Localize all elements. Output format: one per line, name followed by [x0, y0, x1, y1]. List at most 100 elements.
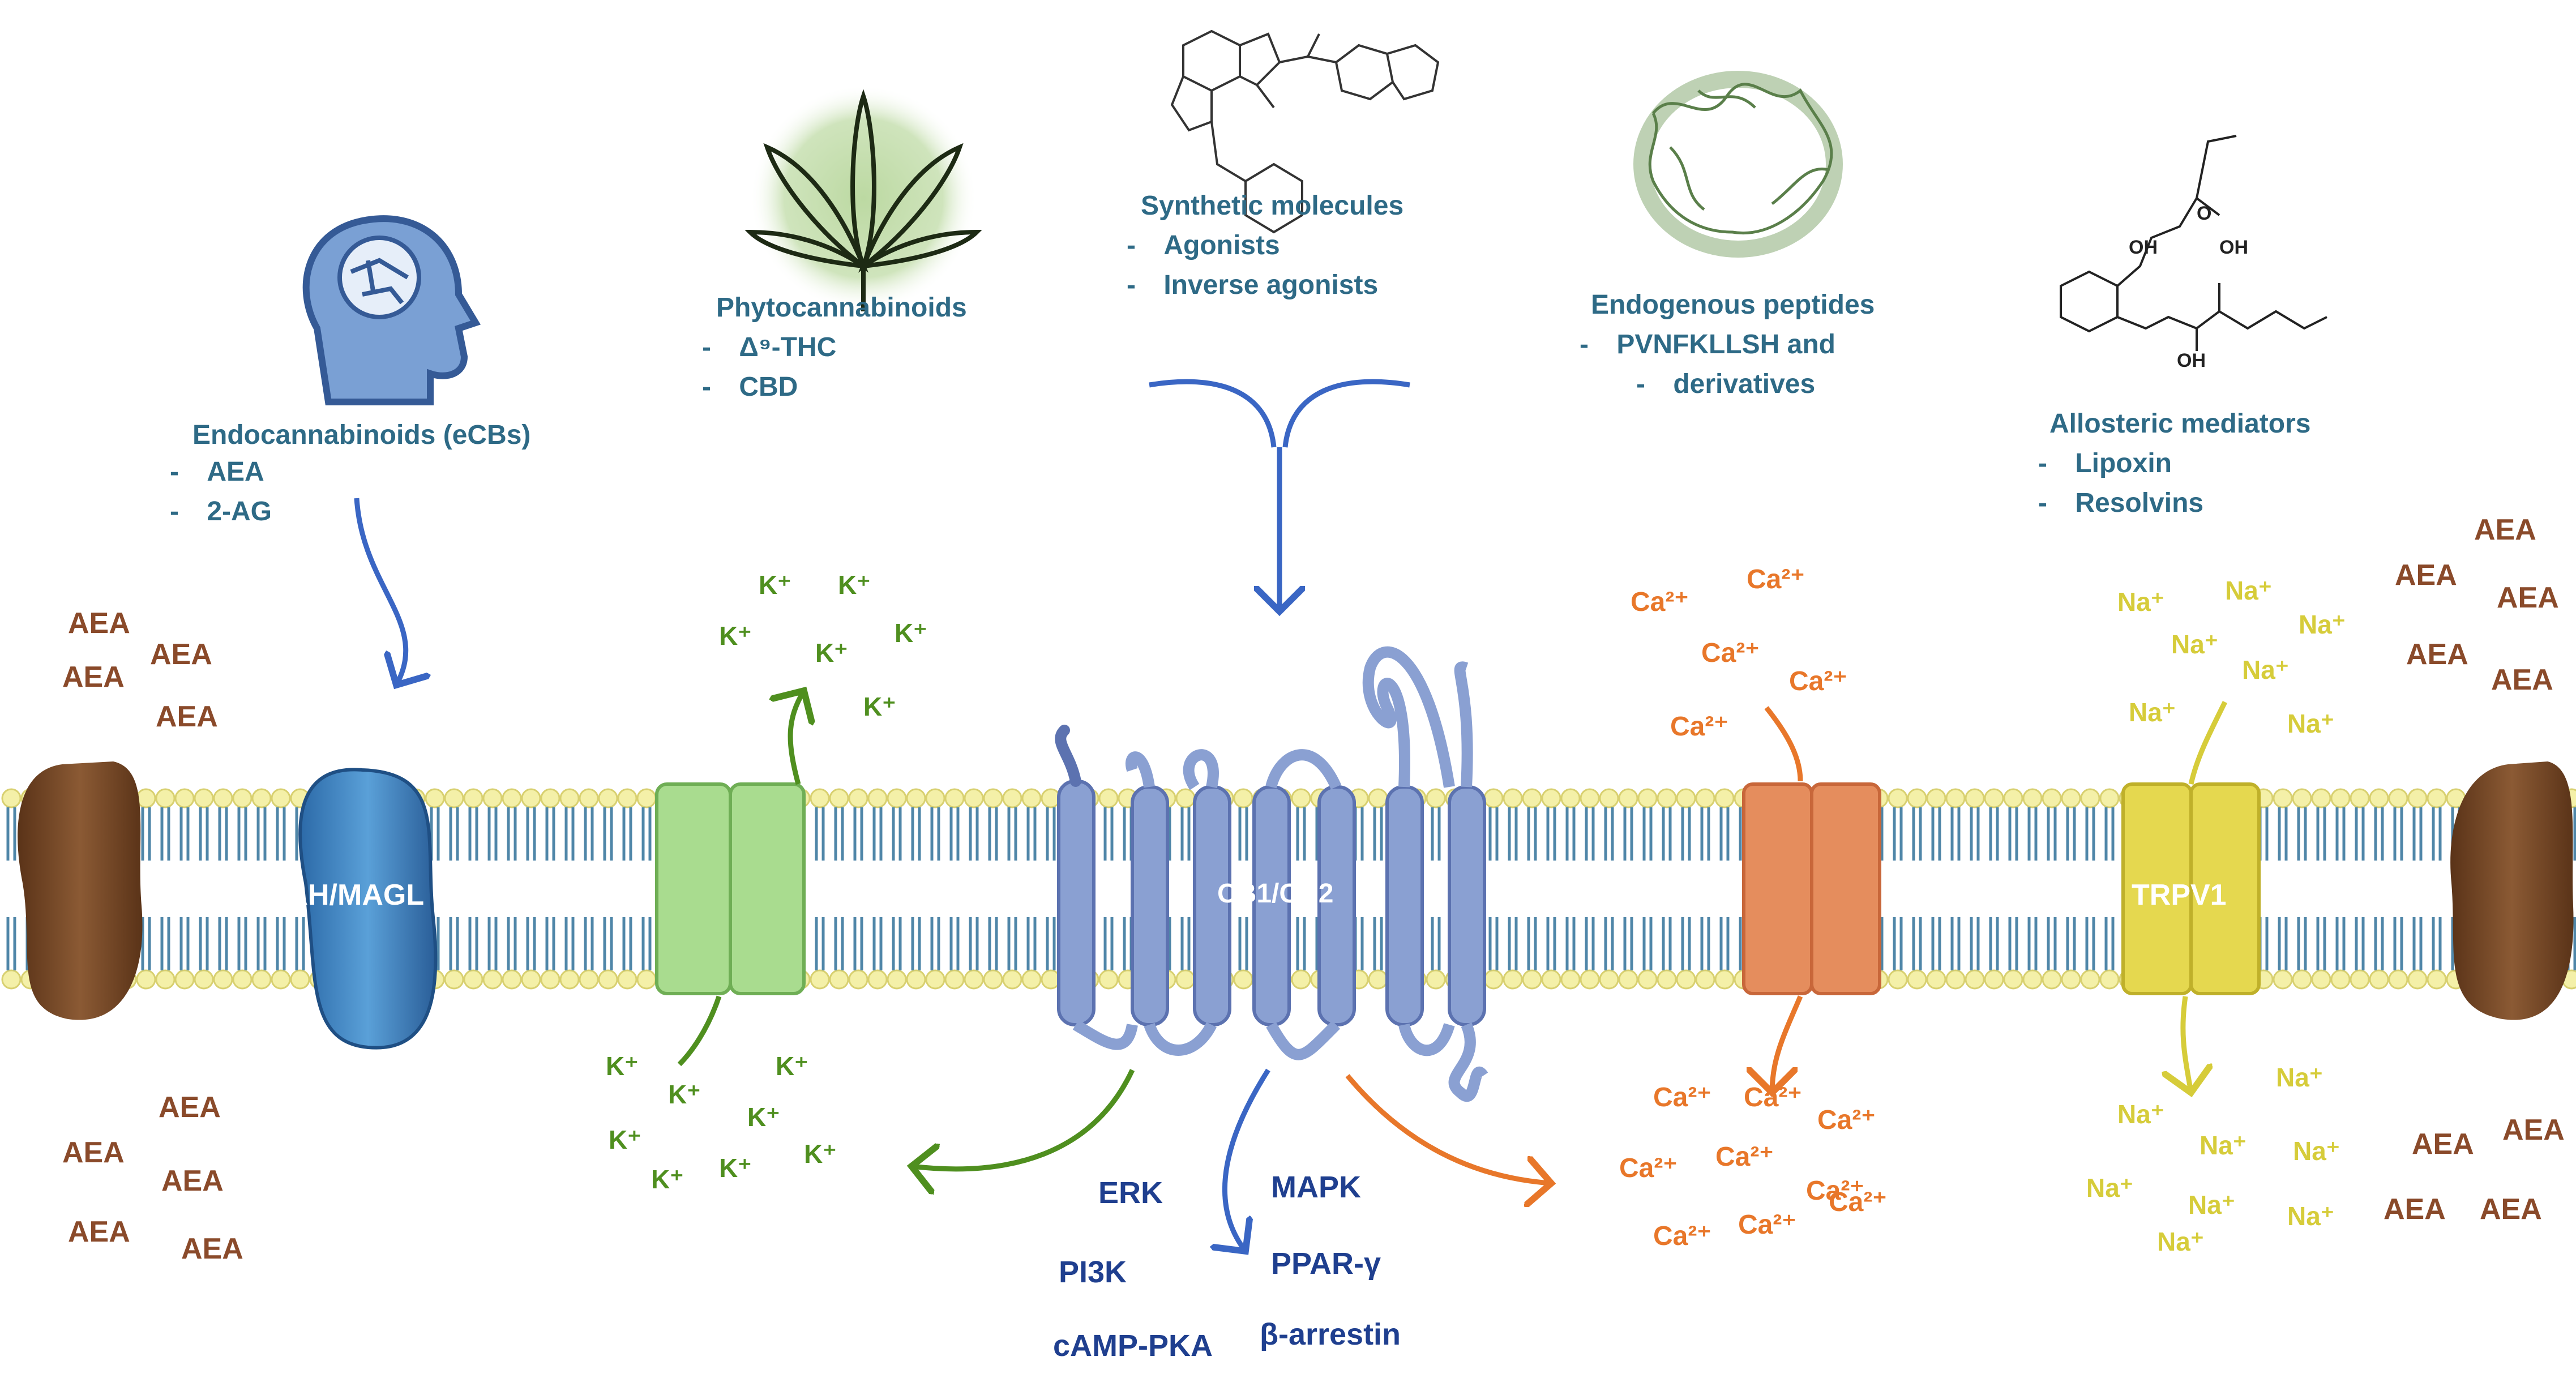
aea-label: AEA — [2406, 638, 2468, 671]
peptides-list: PVNFKLLSH and derivatives — [1580, 331, 1835, 410]
brain-head-icon — [302, 215, 481, 405]
aea-label: AEA — [150, 638, 212, 671]
phyto-item: CBD — [702, 374, 836, 401]
calcium-label: Ca²⁺ — [1817, 1105, 1876, 1135]
sodium-label: Na⁺ — [2225, 576, 2273, 605]
calcium-label: Ca²⁺ — [1701, 638, 1760, 668]
calcium-label: Ca²⁺ — [1653, 1221, 1711, 1251]
peptides-item: PVNFKLLSH and — [1580, 331, 1835, 358]
aea-label: AEA — [2412, 1128, 2474, 1161]
aea-label: AEA — [2497, 581, 2559, 614]
trpv1-label: TRPV1 — [2132, 879, 2227, 911]
calcium-label: Ca²⁺ — [1619, 1153, 1678, 1183]
k-out-arrow — [790, 691, 804, 785]
potassium-label: K⁺ — [747, 1102, 780, 1132]
membrane-protein-right — [2450, 761, 2574, 1020]
phyto-title: Phytocannabinoids — [716, 293, 967, 323]
synthetic-title: Synthetic molecules — [1141, 191, 1404, 221]
mapk-label: MAPK — [1271, 1170, 1361, 1204]
faah-magl-label: FAAH/MAGL — [249, 879, 425, 911]
ppar-label: PPAR-γ — [1271, 1247, 1381, 1281]
synthetic-list: Agonists Inverse agonists — [1127, 232, 1378, 311]
aea-label: AEA — [62, 1136, 125, 1169]
cb-receptor — [1055, 646, 1488, 1102]
calcium-label: Ca²⁺ — [1829, 1187, 1887, 1217]
aea-label: AEA — [181, 1233, 243, 1265]
peptides-title: Endogenous peptides — [1591, 290, 1875, 320]
k-in-arrow — [677, 995, 722, 1067]
potassium-label: K⁺ — [651, 1165, 684, 1194]
pi3k-label: PI3K — [1059, 1255, 1127, 1289]
na-in-arrow — [2183, 700, 2228, 1093]
calcium-label: Ca²⁺ — [1738, 1210, 1796, 1240]
allosteric-item: Lipoxin — [2038, 450, 2203, 477]
aea-label: AEA — [68, 1216, 130, 1248]
potassium-channel — [655, 782, 806, 995]
calcium-label: Ca²⁺ — [1744, 1082, 1802, 1112]
potassium-label: K⁺ — [804, 1139, 837, 1169]
sodium-label: Na⁺ — [2157, 1227, 2205, 1256]
aea-label: AEA — [2502, 1114, 2565, 1146]
cb-to-ca-arrow — [1345, 1074, 1551, 1183]
oh-label: OH — [2219, 237, 2248, 258]
sodium-label: Na⁺ — [2287, 709, 2335, 738]
sodium-label: Na⁺ — [2299, 610, 2346, 639]
calcium-label: Ca²⁺ — [1653, 1082, 1711, 1112]
cb-to-k-arrow — [912, 1069, 1135, 1169]
cannabis-leaf-icon — [744, 85, 982, 311]
calcium-label: Ca²⁺ — [1715, 1142, 1774, 1172]
sodium-label: Na⁺ — [2117, 587, 2165, 617]
calcium-label: Ca²⁺ — [1789, 666, 1847, 696]
potassium-label: K⁺ — [609, 1125, 641, 1154]
synthetic-item: Agonists — [1127, 232, 1378, 259]
allosteric-item: Resolvins — [2038, 490, 2203, 517]
cb-receptor-label: CB1/CB2 — [1217, 879, 1334, 909]
potassium-label: K⁺ — [719, 621, 752, 651]
sodium-label: Na⁺ — [2086, 1173, 2134, 1202]
phyto-item: Δ⁹-THC — [702, 334, 836, 361]
barr-label: β-arrestin — [1260, 1317, 1401, 1351]
allosteric-molecule-structure — [2060, 135, 2327, 351]
potassium-label: K⁺ — [606, 1051, 639, 1081]
endo-item: 2-AG — [170, 498, 272, 525]
aea-label: AEA — [161, 1165, 224, 1197]
aea-label: AEA — [68, 607, 130, 640]
erk-label: ERK — [1098, 1176, 1163, 1210]
endo-title: Endocannabinoids (eCBs) — [192, 420, 531, 450]
calcium-label: Ca²⁺ — [1670, 712, 1728, 742]
endo-list: AEA 2-AG — [170, 459, 272, 538]
potassium-label: K⁺ — [776, 1051, 808, 1081]
calcium-label: Ca²⁺ — [1631, 587, 1689, 617]
potassium-label: K⁺ — [838, 570, 871, 600]
aea-label: AEA — [159, 1091, 221, 1124]
sodium-label: Na⁺ — [2171, 630, 2219, 659]
allosteric-list: Lipoxin Resolvins — [2038, 450, 2203, 529]
potassium-label: K⁺ — [895, 618, 927, 648]
o-label: O — [2197, 203, 2212, 224]
aea-label: AEA — [2474, 513, 2536, 546]
aea-label: AEA — [2384, 1193, 2446, 1226]
trpv1-channel — [2121, 782, 2261, 995]
potassium-label: K⁺ — [815, 638, 848, 667]
calcium-label: Ca²⁺ — [1806, 1176, 1864, 1206]
sodium-label: Na⁺ — [2200, 1131, 2247, 1160]
sodium-label: Na⁺ — [2276, 1063, 2323, 1092]
allosteric-title: Allosteric mediators — [2049, 409, 2311, 439]
endo-item: AEA — [170, 459, 272, 486]
endo-arrow — [354, 498, 406, 685]
sodium-label: Na⁺ — [2242, 655, 2290, 684]
sodium-label: Na⁺ — [2293, 1136, 2340, 1166]
aea-label: AEA — [156, 700, 218, 733]
potassium-label: K⁺ — [668, 1080, 701, 1109]
sodium-label: Na⁺ — [2117, 1099, 2165, 1129]
peptide-structure — [1633, 71, 1843, 258]
aea-label: AEA — [2395, 559, 2457, 592]
peptides-item: derivatives — [1580, 371, 1835, 398]
faah-magl-enzyme — [298, 768, 438, 1050]
calcium-label: Ca²⁺ — [1747, 564, 1805, 594]
calcium-channel — [1742, 782, 1881, 995]
cb-to-signaling-arrow — [1225, 1068, 1270, 1251]
ca-in-arrow — [1766, 706, 1803, 1093]
sodium-label: Na⁺ — [2129, 697, 2176, 727]
